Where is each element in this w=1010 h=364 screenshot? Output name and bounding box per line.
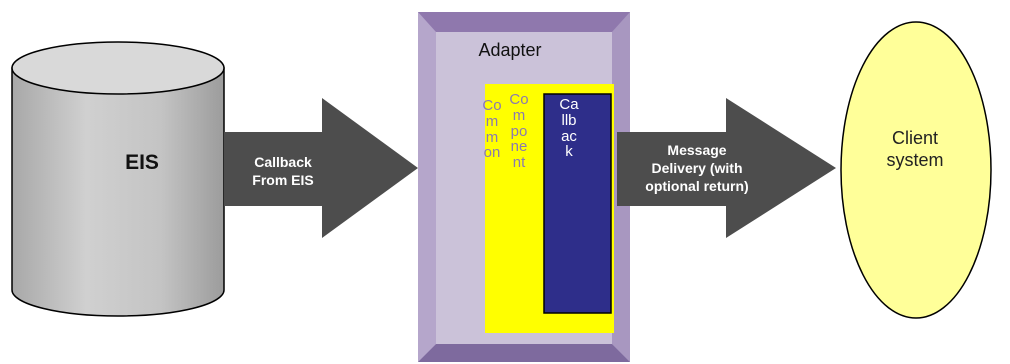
delivery-arrow-line1: Message <box>667 142 727 158</box>
delivery-arrow-label: Message Delivery (with optional return) <box>622 141 772 195</box>
eis-label: EIS <box>125 151 159 174</box>
delivery-arrow <box>617 98 836 238</box>
adapter-bevel-top <box>418 12 630 32</box>
eis-cylinder-body <box>11 67 225 317</box>
client-label: Client system <box>850 127 980 171</box>
callback-box-label: Callback <box>559 96 579 161</box>
client-label-line1: Client <box>891 128 939 148</box>
callback-arrow <box>224 98 418 238</box>
client-label-line2: system <box>886 150 944 170</box>
callback-box <box>543 93 612 314</box>
delivery-arrow-line3: optional return) <box>645 178 749 194</box>
client-ellipse <box>840 21 992 319</box>
delivery-arrow-line2: Delivery (with <box>651 160 743 176</box>
adapter-label: Adapter <box>478 40 542 60</box>
callback-arrow-label: Callback From EIS <box>228 153 338 189</box>
eis-cylinder-top <box>11 41 225 95</box>
callback-arrow-line1: Callback <box>254 154 312 170</box>
component-label: Component <box>509 91 529 172</box>
eis-cylinder <box>11 41 225 317</box>
callback-arrow-line2: From EIS <box>252 172 314 188</box>
adapter-bevel-bottom <box>418 344 630 362</box>
common-label: Common <box>482 97 502 162</box>
adapter-bevel-left <box>418 12 436 362</box>
